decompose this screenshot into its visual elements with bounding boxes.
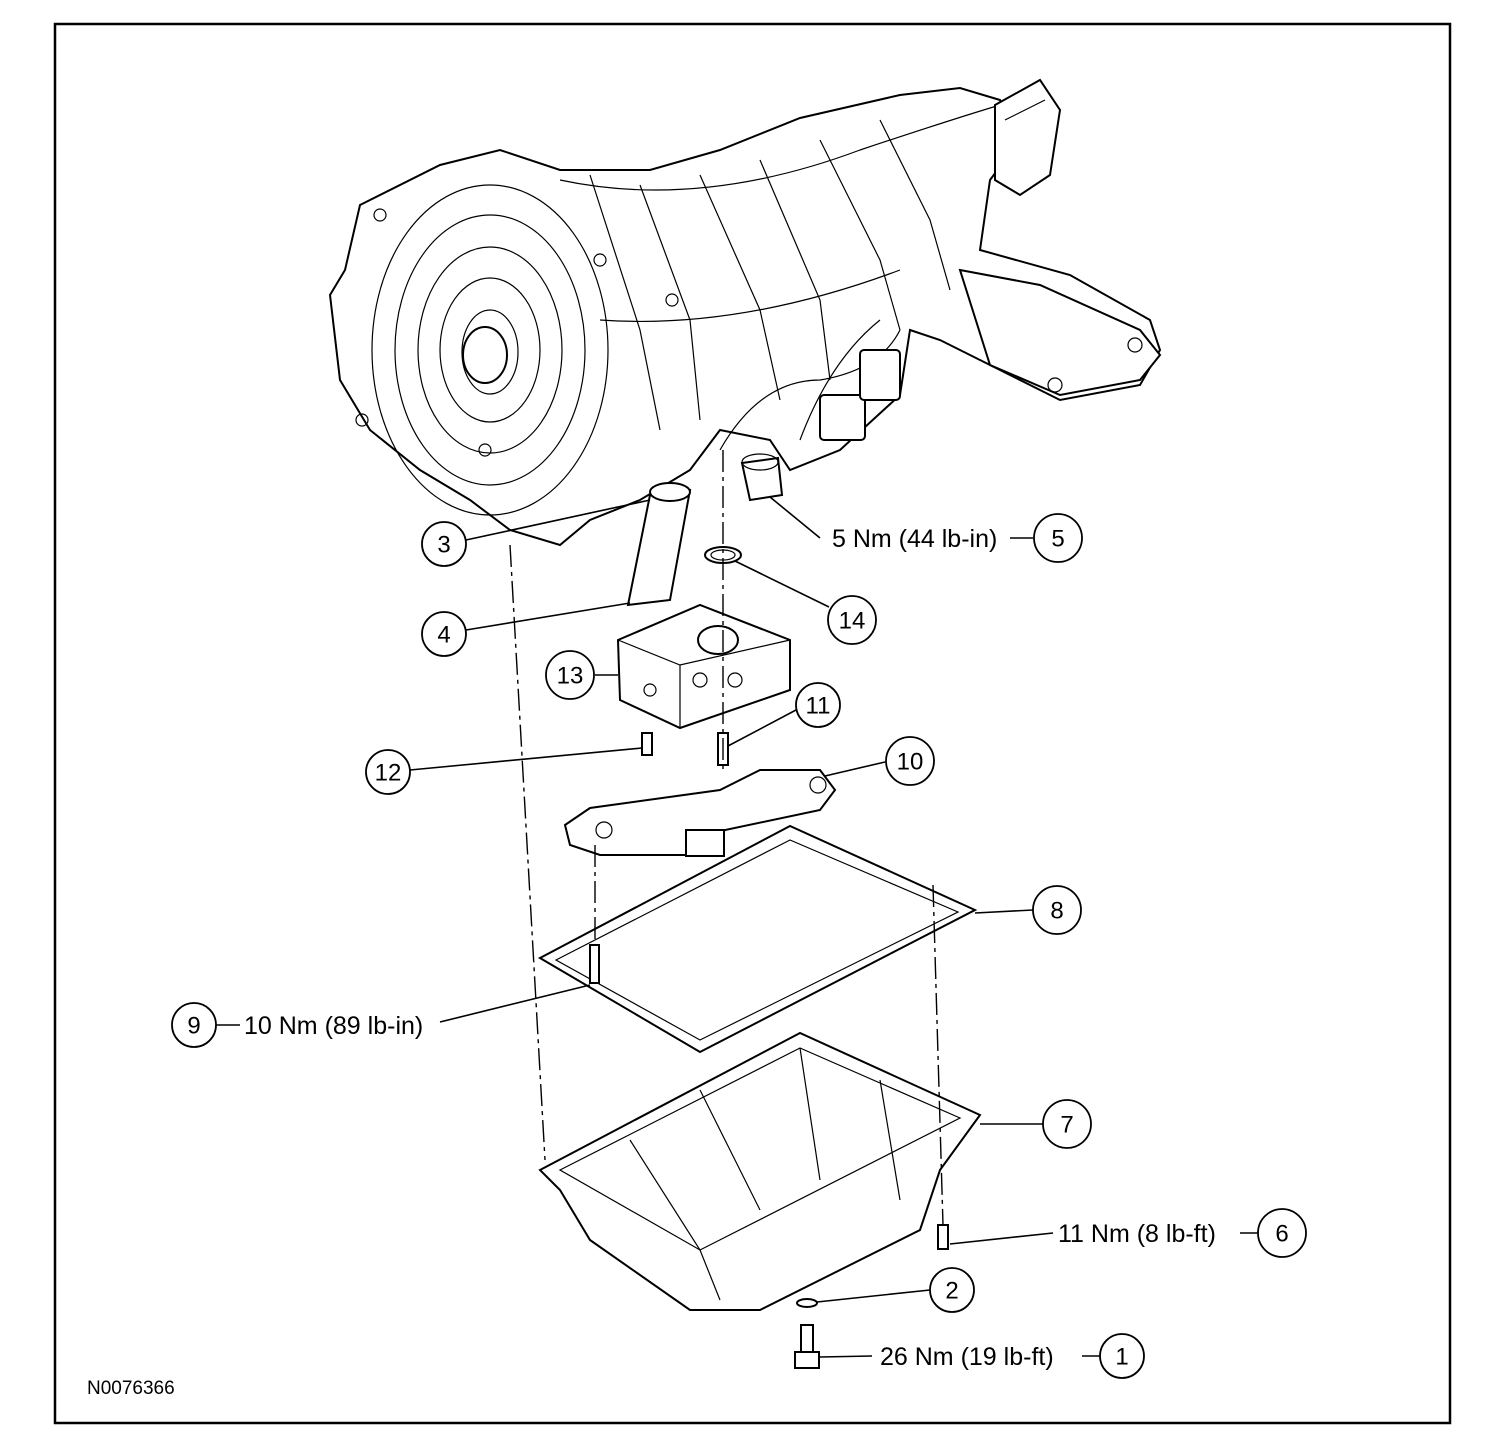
diagram-border (53, 22, 1452, 1425)
callout-14: 14 (827, 595, 877, 645)
control-body-bolts (641, 732, 729, 766)
callout-13: 13 (545, 650, 595, 700)
callout-3: 3 (421, 521, 467, 567)
callout-2: 2 (929, 1267, 975, 1313)
callout-6: 6 (1257, 1208, 1307, 1258)
callout-1: 1 (1099, 1333, 1145, 1379)
callout-number: 8 (1050, 898, 1063, 925)
callout-12: 12 (365, 749, 411, 795)
leader-lines (216, 496, 1258, 1358)
callout-number: 7 (1060, 1112, 1073, 1139)
figure-code: N0076366 (87, 1378, 175, 1399)
callout-number: 12 (375, 760, 402, 787)
callout-8: 8 (1032, 885, 1082, 935)
callout-number: 1 (1115, 1344, 1128, 1371)
callout-number: 11 (806, 693, 831, 720)
torque-label-1: 26 Nm (19 lb-ft) (880, 1343, 1054, 1371)
callout-number: 10 (897, 749, 924, 776)
callout-4: 4 (421, 611, 467, 657)
callout-number: 6 (1275, 1221, 1288, 1248)
callout-number: 9 (187, 1013, 200, 1040)
callout-5: 5 (1033, 513, 1083, 563)
callout-7: 7 (1042, 1099, 1092, 1149)
callout-number: 5 (1051, 526, 1064, 553)
callout-number: 13 (557, 663, 584, 690)
callout-9: 9 (171, 1002, 217, 1048)
torque-label-9: 10 Nm (89 lb-in) (244, 1012, 423, 1040)
callout-10: 10 (885, 736, 935, 786)
transmission-assembly (328, 78, 1162, 547)
callout-number: 3 (437, 532, 450, 559)
torque-label-5: 5 Nm (44 lb-in) (832, 525, 997, 553)
callout-number: 4 (437, 622, 450, 649)
callout-11: 11 (795, 682, 841, 728)
oil-pan (538, 1031, 982, 1311)
pan-gasket (537, 824, 978, 1054)
control-body (616, 603, 791, 730)
filler-tube (626, 482, 692, 607)
pan-bolts (589, 944, 949, 1369)
callout-number: 2 (945, 1278, 958, 1305)
callout-number: 14 (839, 608, 866, 635)
fluid-filter (563, 769, 837, 857)
alignment-lines (509, 450, 944, 1226)
torque-label-6: 11 Nm (8 lb-ft) (1058, 1220, 1216, 1248)
